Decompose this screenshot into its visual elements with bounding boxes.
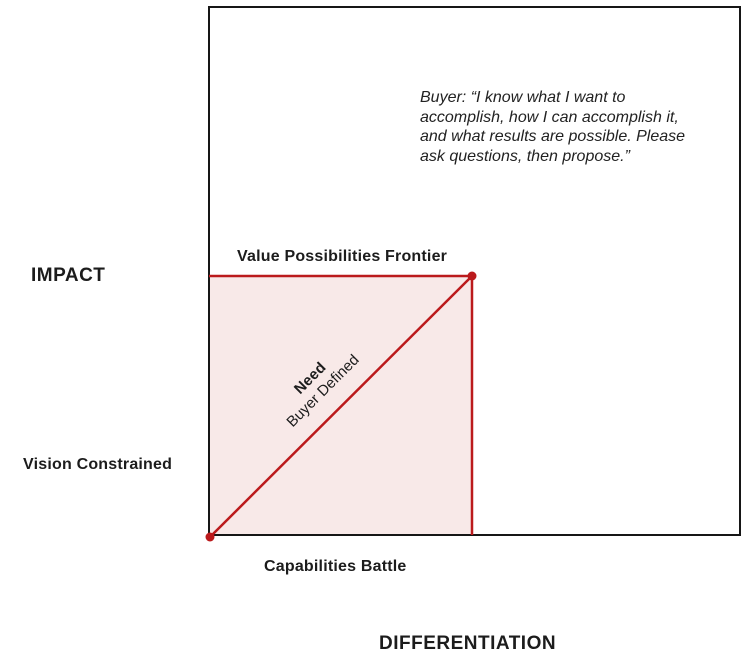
capabilities-battle-label: Capabilities Battle xyxy=(264,558,407,575)
differentiation-axis-label: DIFFERENTIATION xyxy=(379,633,557,654)
buyer-quote-line: and what results are possible. Please xyxy=(420,128,686,145)
buyer-quote-line: accomplish, how I can accomplish it, xyxy=(420,108,679,126)
impact-axis-label: IMPACT xyxy=(31,265,106,286)
buyer-quote-line: Buyer: “I know what I want to xyxy=(420,89,626,106)
buyer-quote: Buyer: “I know what I want to accomplish… xyxy=(420,88,720,166)
frontier-diagonal-line xyxy=(209,275,473,538)
vision-constrained-label: Vision Constrained xyxy=(23,456,173,473)
buyer-quote-line: ask questions, then propose.” xyxy=(420,147,630,165)
value-possibilities-frontier-label: Value Possibilities Frontier xyxy=(237,248,448,265)
matrix-frame xyxy=(208,6,741,536)
frontier-top-dot xyxy=(467,271,477,281)
frontier-origin-dot xyxy=(205,532,215,542)
